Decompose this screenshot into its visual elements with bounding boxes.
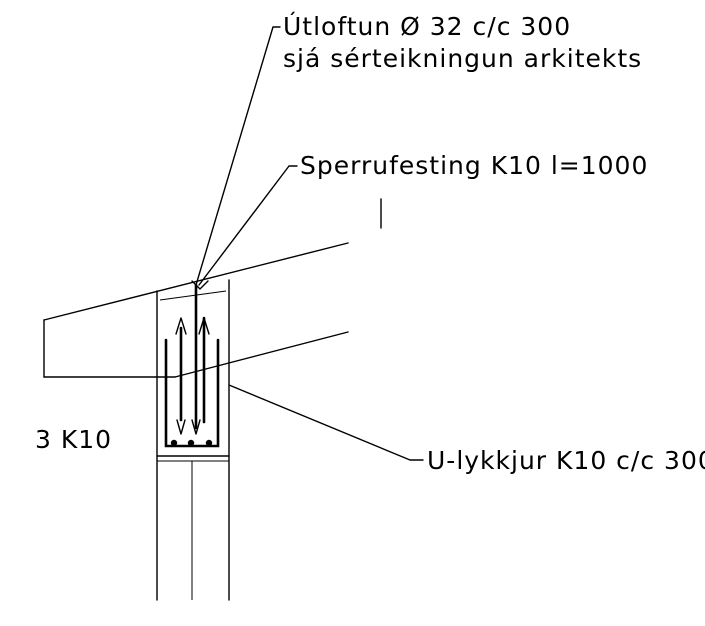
wall-section: [156, 279, 230, 601]
rebar-dot-left: [170, 439, 178, 447]
rafter-fixing-label: Sperrufesting K10 l=1000: [300, 151, 648, 180]
rebar-dot-middle: [187, 439, 195, 447]
reinforcement: [164, 283, 220, 448]
rebar-dot-right: [205, 439, 213, 447]
bottom-bars-label: 3 K10: [35, 425, 112, 454]
anchor-label-line1: Útloftun Ø 32 c/c 300: [283, 11, 571, 41]
leader-lines: [191, 26, 424, 461]
stirrups-label: U-lykkjur K10 c/c 300: [427, 446, 705, 475]
anchor-label-line2: sjá sérteikningun arkitekts: [283, 44, 642, 73]
